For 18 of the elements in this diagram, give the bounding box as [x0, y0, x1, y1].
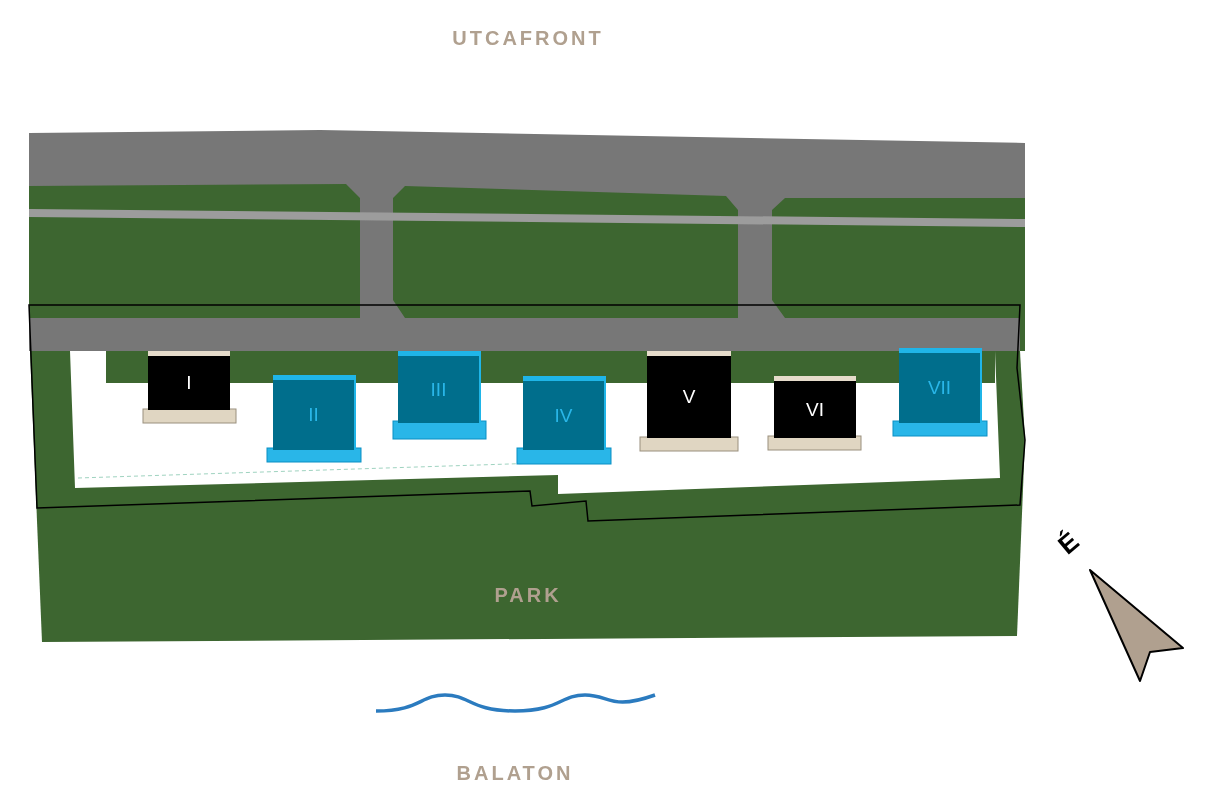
building-block: [273, 375, 356, 450]
building-number: V: [682, 386, 696, 408]
building-number: III: [430, 378, 447, 401]
building-block: [774, 376, 856, 438]
building-block: [398, 351, 481, 423]
area-label: UTCAFRONT: [452, 27, 604, 50]
building-block: [523, 376, 606, 450]
north-label: É: [1052, 526, 1086, 561]
building-number: IV: [554, 404, 573, 427]
building-number: VII: [927, 377, 952, 399]
building-number: II: [308, 404, 319, 426]
area-label: PARK: [494, 584, 562, 607]
building-number: VI: [806, 398, 824, 421]
building-block: [148, 351, 230, 410]
building-block: [899, 348, 982, 423]
building-block: [647, 351, 731, 438]
building-number: I: [186, 372, 192, 394]
area-label: BALATON: [456, 762, 574, 785]
